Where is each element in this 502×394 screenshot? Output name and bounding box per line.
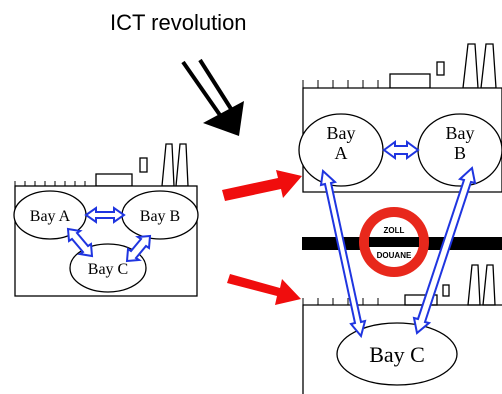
customs-sign: ZOLL DOUANE bbox=[359, 207, 429, 277]
transition-arrow-lower bbox=[227, 274, 301, 305]
border-bar-right bbox=[428, 237, 502, 250]
bay-b-left-label: Bay B bbox=[140, 208, 180, 225]
bay-b-right-label-2: B bbox=[454, 143, 466, 163]
diagram-title: ICT revolution bbox=[110, 10, 247, 35]
bay-b-right: Bay B bbox=[418, 114, 502, 186]
bay-a-right: Bay A bbox=[299, 114, 383, 186]
bay-b-left: Bay B bbox=[122, 191, 198, 239]
ict-down-arrow bbox=[183, 60, 244, 136]
bay-a-left-label: Bay A bbox=[30, 208, 71, 225]
bay-b-right-label-1: Bay bbox=[446, 123, 475, 143]
bay-c-right-label: Bay C bbox=[369, 342, 425, 367]
bay-a-right-label-1: Bay bbox=[327, 123, 356, 143]
transition-arrow-upper bbox=[222, 170, 302, 201]
bay-a-right-label-2: A bbox=[335, 143, 348, 163]
link-arrow-a-c-right bbox=[321, 171, 365, 336]
border-bar-left bbox=[302, 237, 360, 250]
bay-c-left-label: Bay C bbox=[88, 261, 128, 278]
customs-sign-line2: DOUANE bbox=[377, 251, 412, 260]
bay-c-right: Bay C bbox=[337, 323, 457, 385]
customs-sign-line1: ZOLL bbox=[384, 226, 405, 235]
